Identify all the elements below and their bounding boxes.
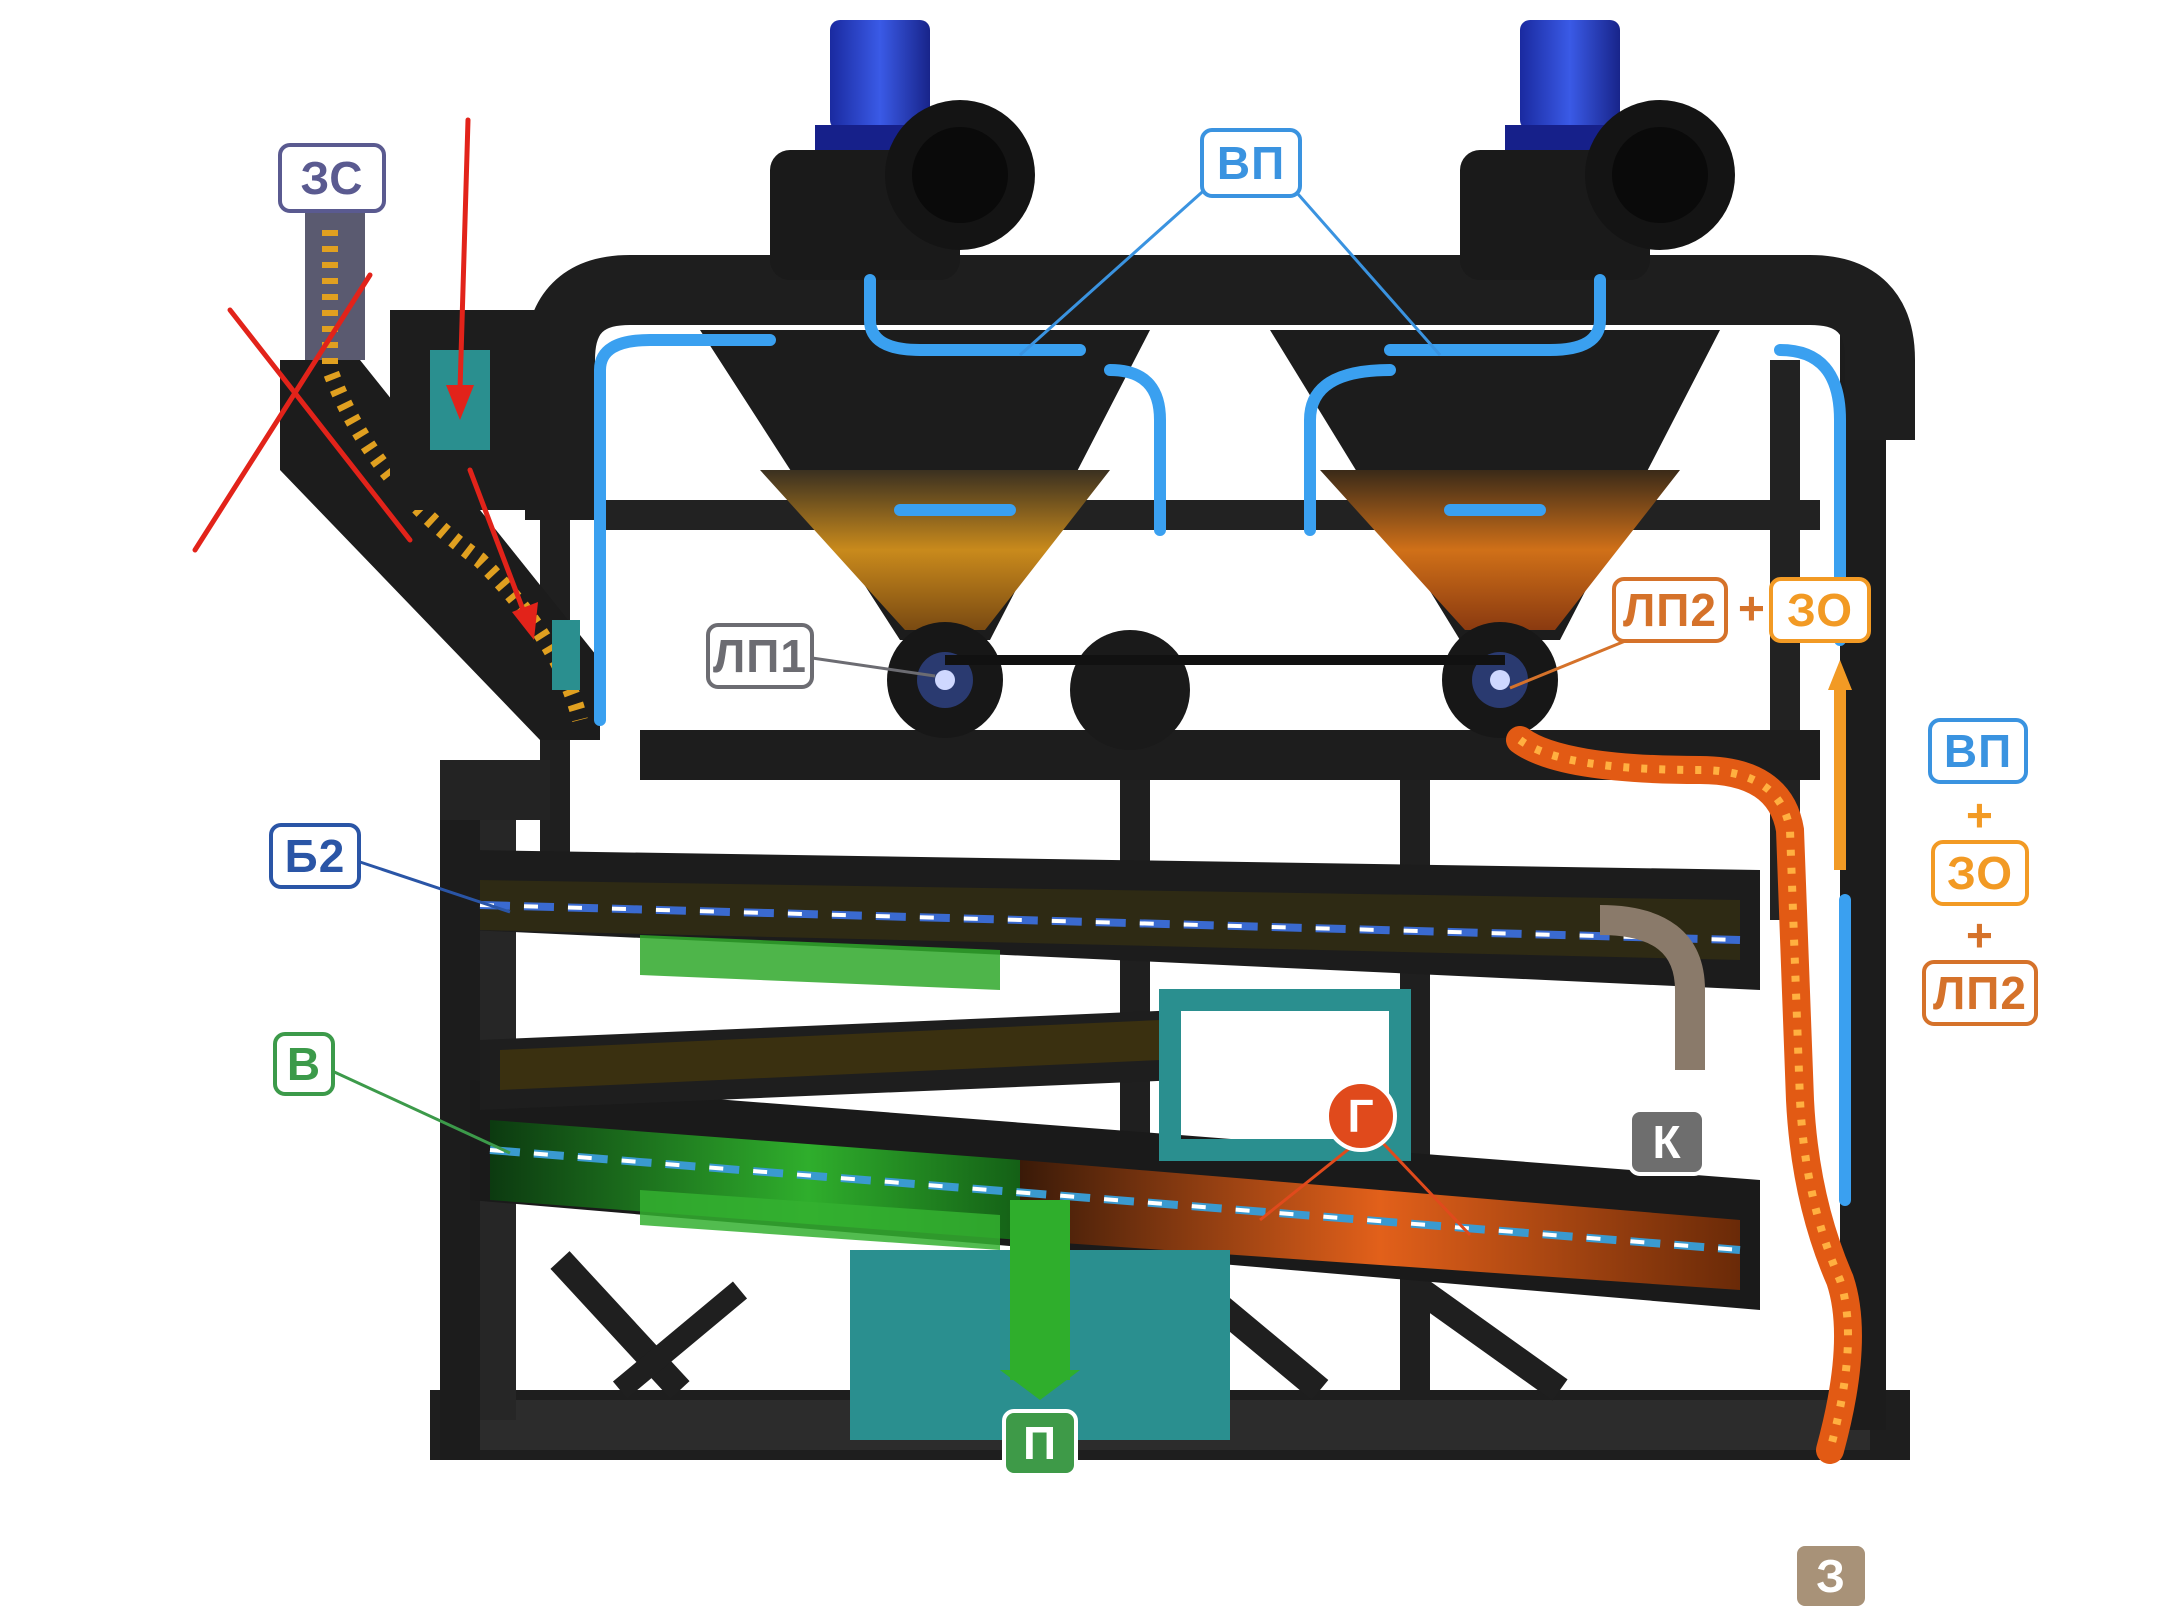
green-flow-mid — [640, 1190, 1000, 1250]
label-vp-top: ВП — [1200, 128, 1302, 198]
brace-4 — [612, 1281, 748, 1399]
plus-side-1: + — [1966, 789, 1993, 841]
right-post — [1840, 330, 1886, 1430]
air-flow-arrows — [594, 274, 1851, 1206]
fan-left — [770, 20, 1035, 280]
leader-lp2 — [1509, 633, 1641, 690]
fan-volute-inner-right — [1612, 127, 1708, 223]
label-g: Г — [1325, 1080, 1397, 1152]
fan-volute-inner-left — [912, 127, 1008, 223]
label-zo: ЗО — [1769, 577, 1871, 643]
label-lp2: ЛП2 — [1612, 577, 1728, 643]
brace-3 — [1412, 1279, 1568, 1401]
fan-motor-left — [830, 20, 930, 130]
infeed-chute — [280, 360, 600, 740]
teal-support — [1159, 989, 1411, 1161]
fan-motor-right — [1520, 20, 1620, 130]
sieve-middle — [480, 1010, 1180, 1110]
brace-1 — [550, 1251, 690, 1399]
product-chute-tip — [1000, 1370, 1080, 1400]
label-k: К — [1628, 1108, 1706, 1176]
sieve-v-line-white — [489, 1148, 1741, 1252]
label-zo-side: ЗО — [1931, 840, 2029, 906]
k-chute — [1599, 905, 1705, 1070]
inlet-window — [552, 620, 580, 690]
red-arrow-diag-shaft — [467, 467, 528, 618]
sieve-upper — [470, 850, 1760, 990]
label-p: П — [1002, 1409, 1078, 1477]
cross-line-1 — [227, 307, 413, 543]
air-arrow-right-down — [1774, 344, 1846, 646]
drive-belt — [945, 655, 1505, 665]
fan-right — [1460, 20, 1735, 280]
leader-g-right — [1378, 1138, 1472, 1237]
sieve-b2-line — [479, 901, 1741, 944]
air-arrow-right-return — [1304, 364, 1396, 536]
green-flow-top — [640, 935, 1000, 990]
leader-g-left — [1259, 1138, 1361, 1222]
hopper-fill-left — [760, 470, 1110, 630]
hopper-fill-right — [1320, 470, 1680, 630]
product-chute — [1010, 1200, 1070, 1380]
label-lp2-side: ЛП2 — [1922, 960, 2038, 1026]
orange-updown-arrow — [1828, 660, 1852, 690]
auger-left-core — [935, 670, 955, 690]
leader-v — [329, 1068, 511, 1155]
leader-vp-right — [1288, 184, 1442, 356]
air-arrow-left-up — [594, 334, 776, 726]
label-b2: Б2 — [269, 823, 361, 889]
plus-lp2-zo: + — [1738, 582, 1765, 634]
plus-side-2: + — [1966, 909, 1993, 961]
leader-b2 — [359, 860, 511, 914]
air-arrow-left-return — [1104, 364, 1166, 536]
red-annotations — [192, 117, 528, 618]
auger-right-core — [1490, 670, 1510, 690]
waste-flow-path — [1506, 726, 1862, 1464]
auger-left — [887, 622, 1003, 738]
auger-right — [1442, 622, 1558, 738]
air-arrow-left-fan — [864, 274, 1086, 356]
orange-updown-shaft — [1834, 690, 1846, 870]
label-lp1: ЛП1 — [706, 623, 814, 689]
side-frame-left — [440, 760, 550, 820]
leader-vp-left — [1018, 183, 1212, 357]
red-arrow-down-shaft — [457, 117, 471, 393]
red-arrow-down-head — [446, 385, 474, 420]
label-vp-side: ВП — [1928, 718, 2028, 784]
label-z: З — [1793, 1542, 1869, 1610]
drive-pulley — [1070, 630, 1190, 750]
top-air-duct — [525, 255, 1915, 520]
leader-lp1 — [811, 656, 936, 678]
sieve-middle-grain — [500, 1020, 1160, 1090]
cross-line-2 — [192, 272, 373, 553]
label-v: В — [273, 1032, 335, 1096]
label-zs: ЗС — [278, 143, 386, 213]
air-arrow-right-fan — [1384, 274, 1606, 356]
leader-lines — [329, 183, 1641, 1237]
red-arrow-diag-head — [512, 602, 538, 640]
sieve-lower — [470, 1080, 1760, 1310]
